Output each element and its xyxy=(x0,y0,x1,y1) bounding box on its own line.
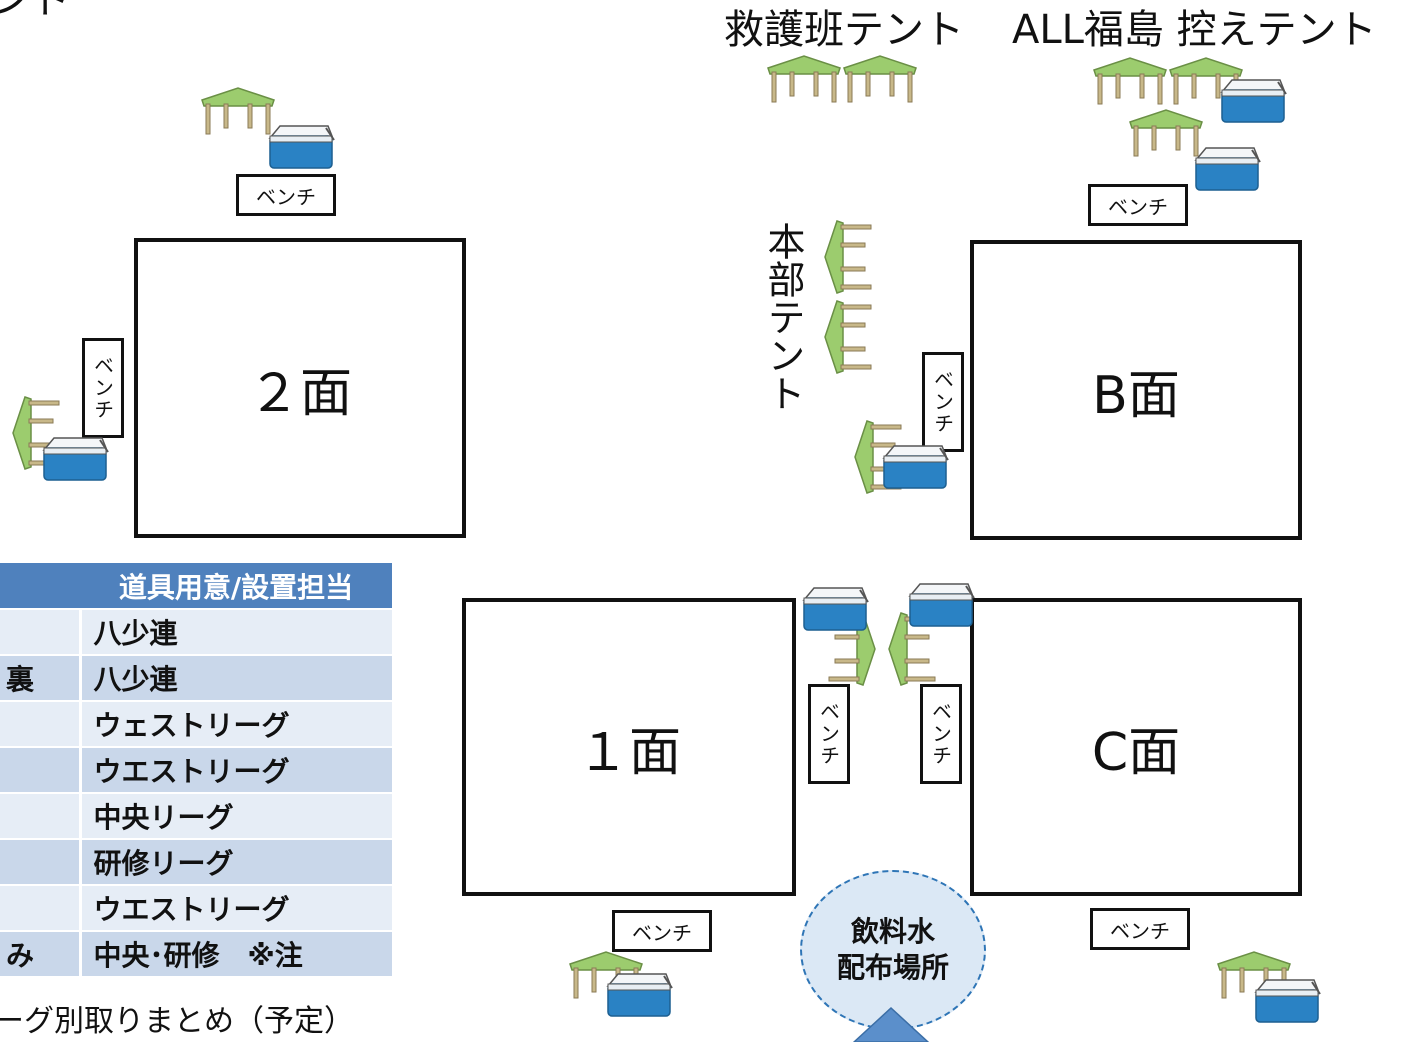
bench-field-b-left: ベンチ xyxy=(922,352,964,452)
all-fukushima-tent-label: ALL福島 控えテント xyxy=(1012,7,1377,53)
table-header-cell xyxy=(0,563,80,610)
rescue-tent-label: 救護班テント xyxy=(724,7,964,53)
bench-field-c-left: ベンチ xyxy=(920,684,962,784)
footnote: ーグ別取りまとめ（予定） xyxy=(0,1004,354,1039)
table-cell xyxy=(0,701,82,748)
table-row: 研修リーグ xyxy=(0,839,392,886)
table-row: ウエストリーグ xyxy=(0,885,392,932)
table-cell: 裏 xyxy=(0,655,82,702)
table-cell: ウェストリーグ xyxy=(80,701,392,748)
table-header-row: 道具用意/設置担当 xyxy=(0,563,392,610)
tent-icon xyxy=(823,297,873,377)
hq-tent-label: 本部テント xyxy=(761,222,805,412)
table-row: 裏八少連 xyxy=(0,655,392,702)
table-row: 中央リーグ xyxy=(0,793,392,840)
tent-icon xyxy=(823,217,873,297)
field-b: B面 xyxy=(970,240,1302,540)
cooler-icon xyxy=(906,580,976,630)
cooler-icon xyxy=(1252,976,1322,1026)
cooler-icon xyxy=(800,584,870,634)
table-row: ウエストリーグ xyxy=(0,747,392,794)
table-cell: 中央リーグ xyxy=(80,793,392,840)
tent-icon xyxy=(1090,56,1170,106)
table-cell xyxy=(0,839,82,886)
table-cell: 八少連 xyxy=(80,609,392,656)
cooler-icon xyxy=(266,122,336,172)
table-row: 八少連 xyxy=(0,609,392,656)
tent-icon xyxy=(840,54,920,104)
cooler-icon xyxy=(40,434,110,484)
water-station-line1: 飲料水 xyxy=(850,914,935,948)
field-2: ２面 xyxy=(134,238,466,538)
table-cell: み xyxy=(0,931,82,978)
tent-icon xyxy=(764,54,844,104)
cooler-icon xyxy=(1192,144,1262,194)
table-cell xyxy=(0,747,82,794)
pointer-triangle-icon xyxy=(852,1006,930,1042)
water-station: 飲料水 配布場所 xyxy=(800,870,986,1030)
duty-table: 道具用意/設置担当 八少連 裏八少連 ウェストリーグ ウエストリーグ 中央リーグ… xyxy=(0,563,392,978)
bench-field-2-top: ベンチ xyxy=(236,174,336,216)
table-header-cell: 道具用意/設置担当 xyxy=(80,563,392,610)
field-c: C面 xyxy=(970,598,1302,896)
table-cell: ウエストリーグ xyxy=(80,747,392,794)
table-cell: 中央･研修 ※注 xyxy=(80,931,392,978)
bench-field-b-top: ベンチ xyxy=(1088,184,1188,226)
table-row: ウェストリーグ xyxy=(0,701,392,748)
table-cell: 研修リーグ xyxy=(80,839,392,886)
table-cell xyxy=(0,793,82,840)
table-cell: ウエストリーグ xyxy=(80,885,392,932)
bench-field-1-bottom: ベンチ xyxy=(612,910,712,952)
table-cell xyxy=(0,609,82,656)
cooler-icon xyxy=(1218,76,1288,126)
field-1: １面 xyxy=(462,598,796,896)
bench-field-2-left: ベンチ xyxy=(82,338,124,438)
bench-field-c-bottom: ベンチ xyxy=(1090,908,1190,950)
top-left-tent-label: テント xyxy=(0,0,70,23)
table-row: み中央･研修 ※注 xyxy=(0,931,392,978)
table-cell: 八少連 xyxy=(80,655,392,702)
cooler-icon xyxy=(604,970,674,1020)
water-station-line2: 配布場所 xyxy=(836,951,949,984)
table-cell xyxy=(0,885,82,932)
cooler-icon xyxy=(880,442,950,492)
bench-field-1-right: ベンチ xyxy=(808,684,850,784)
